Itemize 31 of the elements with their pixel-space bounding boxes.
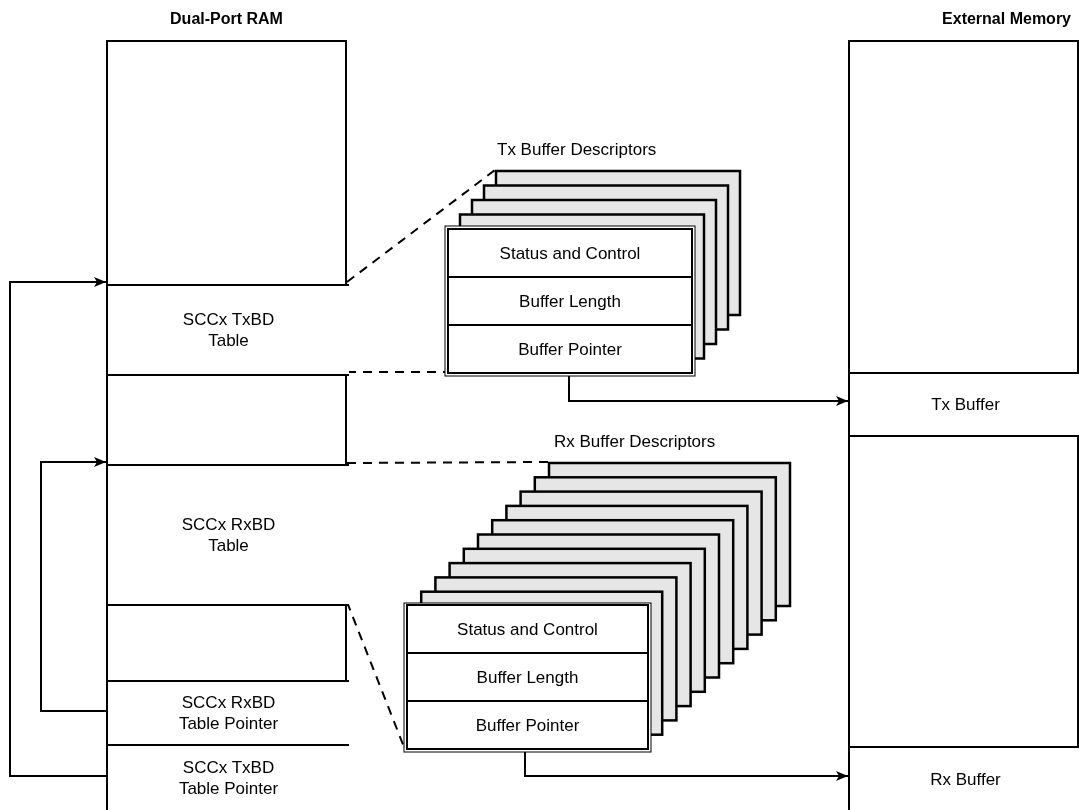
memory-section <box>850 746 1079 810</box>
section-label: SCCx TxBD Table Pointer <box>177 757 280 799</box>
descriptor-field <box>447 228 693 278</box>
column-heading: External Memory <box>942 10 1071 28</box>
field-label: Buffer Pointer <box>517 338 623 360</box>
column-heading: Dual-Port RAM <box>170 10 283 28</box>
descriptor-field <box>406 652 649 702</box>
field-label: Buffer Pointer <box>474 714 581 736</box>
memory-section <box>108 464 349 606</box>
field-label: Status and Control <box>498 242 642 264</box>
descriptor-field <box>447 324 693 374</box>
section-label: Rx Buffer <box>929 768 1002 790</box>
memory-section <box>108 284 349 376</box>
descriptor-field <box>447 276 693 326</box>
expansion-line <box>346 461 549 464</box>
field-label: Buffer Length <box>475 666 580 688</box>
section-label: Tx Buffer <box>930 394 1001 415</box>
stack-heading: Tx Buffer Descriptors <box>497 140 657 160</box>
arrow <box>9 277 107 777</box>
section-label: SCCx RxBD Table <box>180 514 277 556</box>
stack-heading: Rx Buffer Descriptors <box>554 432 716 452</box>
arrow <box>40 457 107 712</box>
section-label: SCCx TxBD Table <box>181 309 276 351</box>
descriptor-field <box>406 604 649 654</box>
descriptor-field <box>406 700 649 750</box>
memory-section <box>850 372 1079 437</box>
field-label: Buffer Length <box>518 290 622 312</box>
expansion-line <box>346 169 496 283</box>
memory-section <box>108 680 349 746</box>
field-label: Status and Control <box>456 618 599 640</box>
section-label: SCCx RxBD Table Pointer <box>177 692 280 734</box>
